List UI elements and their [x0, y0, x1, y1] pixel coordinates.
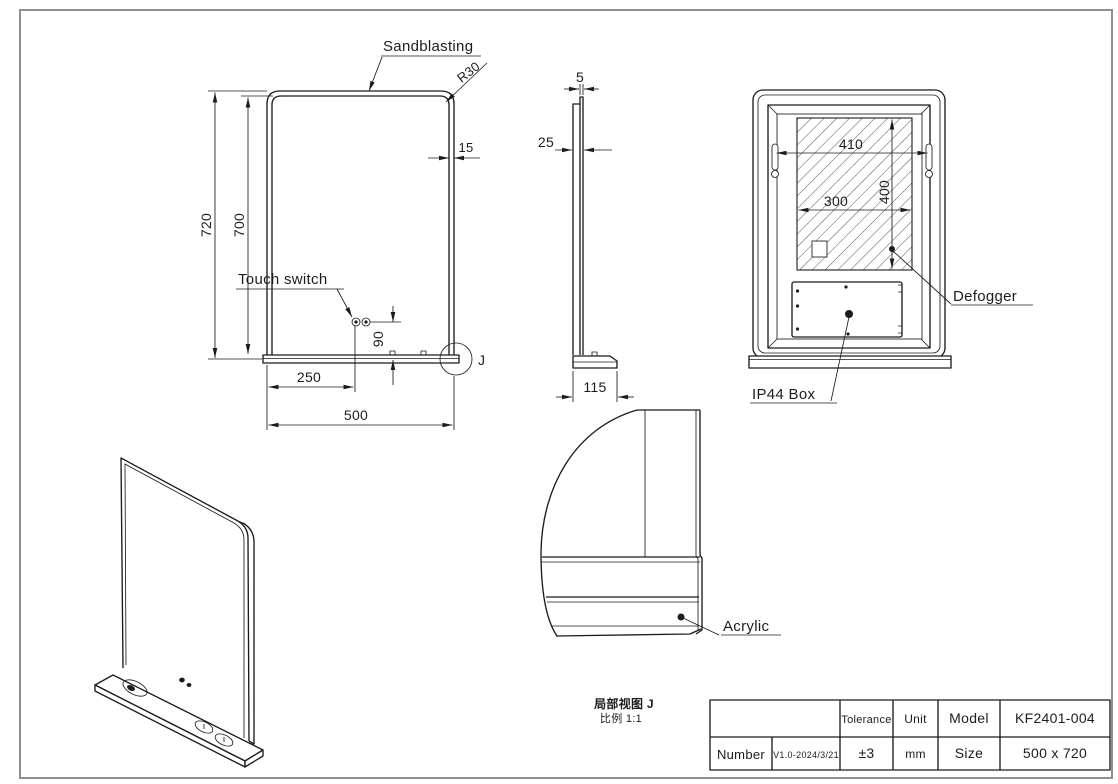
- ip44-leader: [830, 316, 850, 402]
- dim-height-inner: 700: [231, 213, 247, 237]
- detail-caption-title: 局部视图 J: [594, 696, 654, 711]
- acrylic-leader: [680, 616, 720, 636]
- ip44-leader-dot: [845, 310, 853, 318]
- detail-edge: [695, 554, 703, 635]
- detail-view-j: Acrylic 局部视图 J 比例 1:1: [540, 409, 781, 725]
- model-value: KF2401-004: [1015, 710, 1095, 726]
- unit-label: Unit: [904, 712, 927, 726]
- dim-defogger-height: 400: [876, 180, 892, 204]
- touch-switch-leader: [336, 288, 353, 318]
- side-view: 5 25 115: [538, 69, 634, 402]
- shelf-front: [262, 354, 460, 364]
- isometric-view: [94, 457, 264, 768]
- sandblasting-label: Sandblasting: [383, 38, 473, 55]
- dim-frame-width: 15: [458, 140, 473, 155]
- touch-switch-label: Touch switch: [238, 271, 327, 288]
- dim-shelf-depth: 115: [583, 379, 606, 395]
- number-label: Number: [717, 747, 765, 762]
- iso-touch-dot: [179, 677, 185, 683]
- model-label: Model: [949, 710, 989, 726]
- size-label: Size: [955, 745, 983, 761]
- back-panel-outer: [767, 104, 931, 349]
- touch-switch-dot: [351, 317, 361, 327]
- dim-hanger-span: 410: [839, 136, 863, 152]
- dim-glass-thickness: 5: [576, 69, 584, 85]
- detail-circle-j: [439, 342, 473, 376]
- iso-cup-ring: [194, 720, 214, 734]
- acrylic-label: Acrylic: [723, 618, 769, 635]
- title-block-frame: [709, 699, 1111, 771]
- detail-caption-scale: 比例 1:1: [600, 711, 642, 725]
- side-profile: [572, 96, 584, 355]
- dim-depth: 25: [538, 134, 554, 150]
- back-outline-inner: [757, 94, 941, 354]
- iso-shelf-front: [94, 684, 246, 768]
- back-panel-inner: [776, 113, 923, 340]
- hanger-left: [771, 143, 779, 178]
- hanger-right: [925, 143, 933, 178]
- iso-dish: [122, 679, 148, 697]
- detail-boundary-arc: [540, 409, 638, 637]
- iso-panel-front: [120, 457, 250, 742]
- mirror-outline-inner: [271, 95, 450, 356]
- size-value: 500 x 720: [1023, 745, 1087, 761]
- sandblasting-leader: [368, 56, 383, 92]
- defogger-leader: [892, 250, 952, 305]
- iso-touch-dot: [186, 683, 192, 687]
- title-block: Tolerance Unit Model KF2401-004 Number V…: [709, 699, 1111, 771]
- dim-switch-offset: 250: [297, 369, 321, 385]
- defogger-label: Defogger: [953, 288, 1017, 305]
- tolerance-value: ±3: [858, 745, 874, 761]
- radius-leader: [445, 62, 488, 103]
- iso-shelf-end: [244, 749, 264, 768]
- back-shelf: [748, 355, 952, 369]
- ip44-label: IP44 Box: [752, 386, 815, 403]
- dim-defogger-width: 300: [824, 193, 848, 209]
- unit-value: mm: [905, 747, 926, 761]
- mirror-outline-outer: [266, 90, 455, 356]
- sensor-square: [811, 240, 828, 258]
- iso-shelf-top: [94, 674, 264, 762]
- iso-panel-side: [238, 520, 255, 745]
- ip44-box: [791, 281, 903, 338]
- dim-height-outer: 720: [198, 213, 214, 237]
- number-value: V1.0-2024/3/21: [773, 750, 839, 760]
- shelf-clips: [389, 350, 427, 355]
- detail-marker-label: J: [478, 352, 485, 368]
- dim-switch-height: 90: [370, 331, 386, 347]
- defogger-leader-dot: [889, 246, 895, 252]
- radius-label: R30: [454, 59, 483, 86]
- dim-width: 500: [344, 407, 368, 423]
- page-border: [19, 9, 1113, 779]
- iso-cup-ring: [214, 733, 234, 747]
- front-view: Touch switch Sandblasting R30 15 720 700…: [198, 38, 488, 430]
- back-view: 410 400 300 IP44 Box Defogger: [748, 89, 1033, 404]
- tolerance-label: Tolerance: [841, 714, 891, 726]
